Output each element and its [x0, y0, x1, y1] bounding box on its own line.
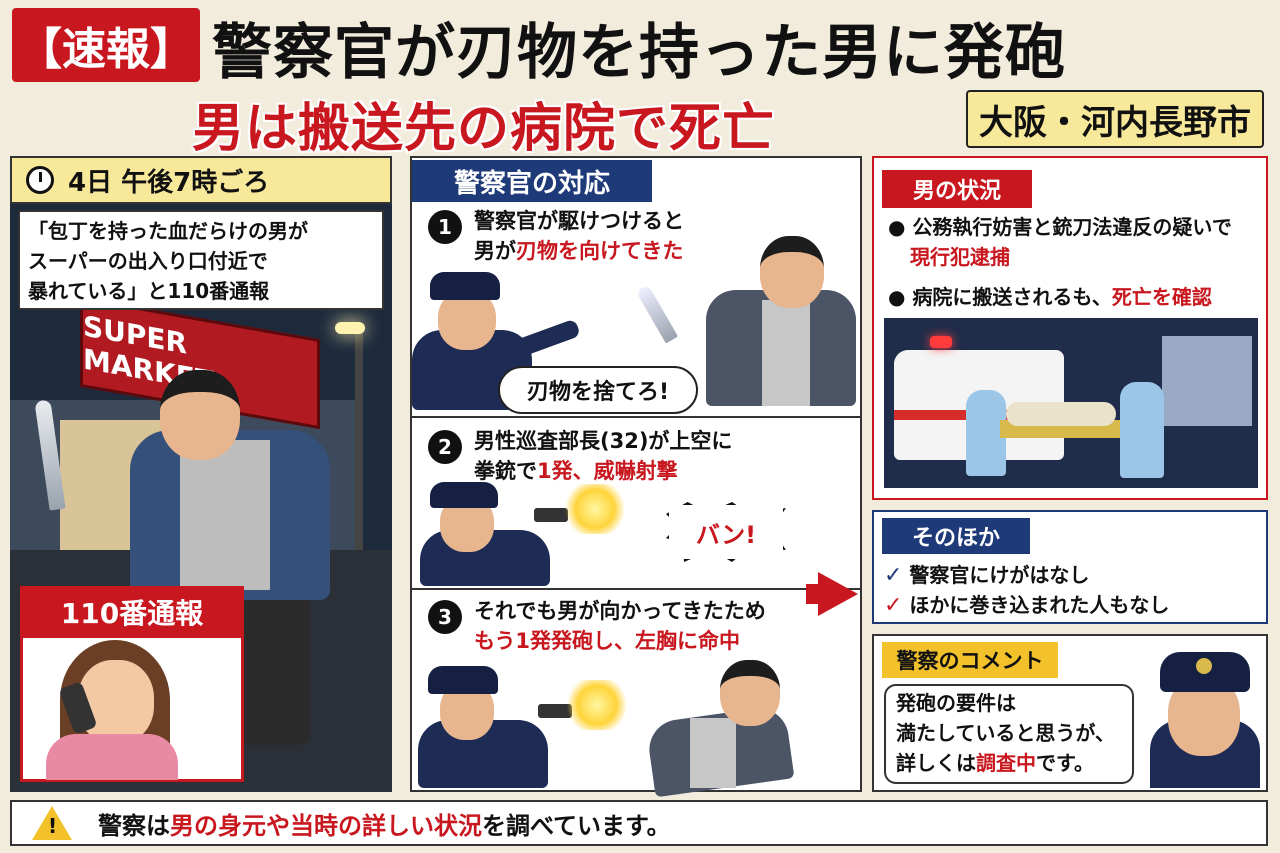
comment-line: 満たしていると思うが、	[896, 721, 1115, 745]
comment-text: です。	[1036, 751, 1094, 775]
step-line: それでも男が向かってきたため	[474, 599, 766, 623]
status-bullet-1: ● 公務執行妨害と銃刀法違反の疑いで 現行犯逮捕	[888, 212, 1232, 272]
quote-line: スーパーの出入り口付近で	[28, 249, 268, 273]
comment-highlight: 調査中	[976, 751, 1036, 775]
suspect-head	[760, 236, 824, 308]
officer-cap	[428, 666, 498, 694]
comment-line: 詳しくは調査中です。	[896, 748, 1122, 778]
right-arrow-icon	[818, 572, 858, 616]
step-divider	[412, 416, 860, 418]
speech-bubble: 刃物を捨てろ!	[498, 366, 698, 414]
step-divider	[412, 588, 860, 590]
emergency-call-label: 110番通報	[20, 586, 244, 638]
other-item: ✓ ほかに巻き込まれた人もなし	[884, 590, 1169, 621]
comment-bubble: 発砲の要件は 満たしていると思うが、 詳しくは調査中です。	[884, 684, 1134, 784]
street-lamp-pole	[355, 330, 363, 560]
officer-cap	[430, 272, 500, 300]
footer-text: を調べています。	[482, 811, 671, 840]
time-bar: 4日 午後7時ごろ	[10, 156, 392, 204]
bullet-text: 病院に搬送されるも、	[912, 285, 1112, 309]
suspect-status-heading: 男の状況	[882, 170, 1032, 208]
footer-text: 警察は	[98, 811, 170, 840]
step-text-plain: 男が	[474, 239, 516, 263]
checkmark-icon: ✓	[884, 563, 903, 588]
status-bullet-2: ● 病院に搬送されるも、死亡を確認	[888, 285, 1212, 309]
step-1-text: 警察官が駆けつけると 男が刃物を向けてきた	[474, 206, 684, 266]
other-info-heading: そのほか	[882, 518, 1030, 554]
other-item: ✓ 警察官にけがはなし	[884, 560, 1089, 591]
muzzle-flash-icon	[562, 680, 632, 730]
location-badge: 大阪・河内長野市	[966, 90, 1264, 148]
suspect-shirt	[690, 718, 736, 788]
comment-line: 発砲の要件は	[896, 691, 1016, 715]
footer-note: ! 警察は 男の身元や当時の詳しい状況 を調べています。	[10, 800, 1268, 846]
clock-icon	[26, 166, 54, 194]
step-text-highlight: もう1発発砲し、左胸に命中	[474, 629, 740, 653]
bullet-highlight: 現行犯逮捕	[910, 245, 1010, 269]
bullet-line: ● 公務執行妨害と銃刀法違反の疑いで	[888, 215, 1232, 239]
bullet-highlight: 死亡を確認	[1111, 285, 1212, 309]
other-item-text: ほかに巻き込まれた人もなし	[909, 593, 1170, 617]
police-badge-icon	[1196, 658, 1212, 674]
paramedic-figure	[966, 390, 1006, 476]
step-2-text: 男性巡査部長(32)が上空に 拳銃で1発、威嚇射撃	[474, 426, 732, 486]
suspect-head	[160, 370, 240, 460]
headline-subtitle: 男は搬送先の病院で死亡	[192, 99, 776, 159]
step-text-plain: 拳銃で	[474, 459, 537, 483]
pistol-icon	[534, 508, 568, 522]
step-line: 男が刃物を向けてきた	[474, 236, 684, 266]
officer-head	[438, 290, 496, 350]
street-lamp-light	[335, 322, 365, 334]
bullet-text: 公務執行妨害と銃刀法違反の疑いで	[912, 215, 1232, 239]
police-response-heading: 警察官の対応	[412, 160, 652, 202]
step-text-highlight: 1発、威嚇射撃	[537, 459, 678, 483]
caller-shirt	[46, 734, 178, 780]
suspect-head	[720, 660, 780, 726]
caller-face	[78, 660, 154, 744]
step-number: 3	[428, 600, 462, 634]
quote-line: 暴れている」と110番通報	[28, 279, 270, 303]
step-3-text: それでも男が向かってきたため もう1発発砲し、左胸に命中	[474, 596, 766, 656]
paramedic-figure	[1120, 382, 1164, 478]
muzzle-flash-icon	[560, 484, 630, 534]
warning-icon: !	[32, 806, 72, 840]
step-line: 男性巡査部長(32)が上空に	[474, 429, 733, 453]
step-text-highlight: 刃物を向けてきた	[516, 239, 684, 263]
flow-arrow-tail	[806, 584, 820, 604]
incident-time: 4日 午後7時ごろ	[68, 167, 270, 198]
headline-title: 警察官が刃物を持った男に発砲	[212, 18, 1066, 88]
quote-line: 「包丁を持った血だらけの男が	[28, 219, 308, 243]
footer-highlight: 男の身元や当時の詳しい状況	[170, 811, 482, 840]
suspect-shirt	[180, 440, 270, 590]
officer-cap	[430, 482, 498, 508]
suspect-shirt	[762, 300, 810, 406]
checkmark-icon: ✓	[884, 593, 903, 618]
police-comment-heading: 警察のコメント	[882, 642, 1058, 678]
step-line: 拳銃で1発、威嚇射撃	[474, 456, 732, 486]
step-line: 警察官が駆けつけると	[474, 209, 684, 233]
breaking-news-tag: 【速報】	[12, 8, 200, 82]
patient-on-stretcher	[1006, 402, 1116, 426]
siren-light-icon	[930, 336, 952, 348]
hospital-building-icon	[1162, 336, 1252, 426]
report-quote: 「包丁を持った血だらけの男が スーパーの出入り口付近で 暴れている」と110番通…	[18, 210, 384, 310]
step-number: 2	[428, 430, 462, 464]
other-item-text: 警察官にけがはなし	[909, 563, 1090, 587]
comment-text: 詳しくは	[896, 751, 976, 775]
step-number: 1	[428, 210, 462, 244]
